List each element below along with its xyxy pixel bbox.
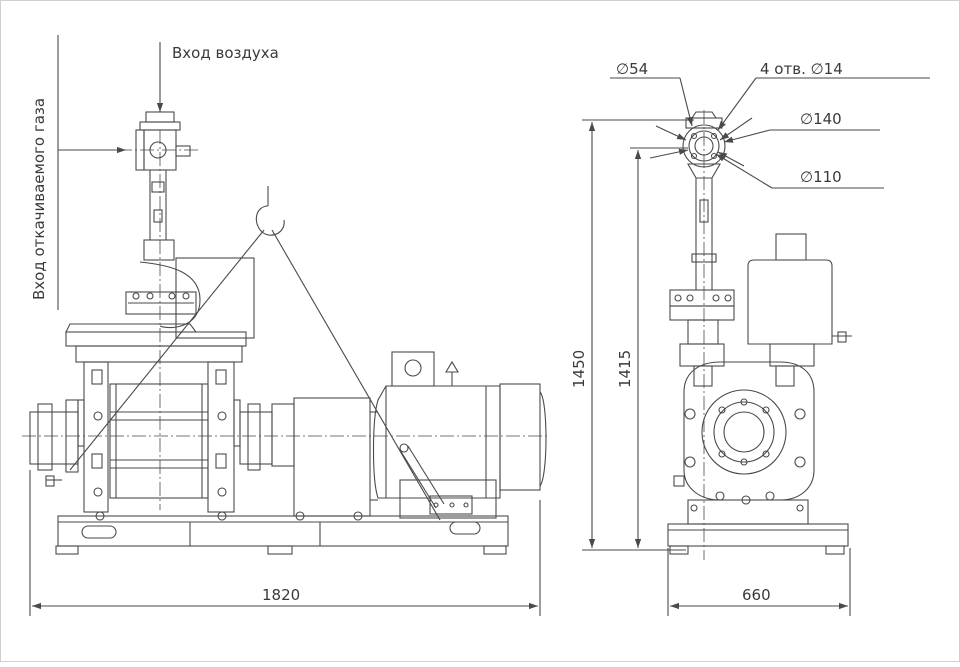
side-view (582, 77, 930, 616)
dim-holes-label: 4 отв. ∅14 (760, 60, 843, 78)
dimension-660 (667, 548, 851, 616)
side-flanges (29, 399, 295, 487)
dimension-1450 (582, 119, 694, 551)
lifting-hook (69, 186, 441, 521)
adjusting-rod (399, 443, 481, 535)
dim-d140-label: ∅140 (800, 110, 842, 128)
dimension-1415 (630, 147, 688, 548)
leader-lines (610, 77, 930, 189)
dim-d110-label: ∅110 (800, 168, 842, 186)
side-base (667, 499, 849, 555)
dim-d54-label: ∅54 (616, 60, 648, 78)
gas-inlet-label: Вход откачиваемого газа (30, 98, 48, 300)
side-inlet-pipe (669, 178, 735, 321)
dim-height-total-label: 1450 (570, 350, 588, 388)
dim-width-label: 660 (742, 586, 771, 604)
front-view (22, 35, 548, 616)
dimension-1820 (29, 470, 541, 616)
dim-height-flange-label: 1415 (616, 350, 634, 388)
side-pump-body (673, 319, 815, 505)
side-separator-tank (747, 233, 852, 345)
air-inlet-label: Вход воздуха (172, 44, 279, 62)
pump-body (75, 345, 243, 513)
dim-length-label: 1820 (262, 586, 300, 604)
base-frame (55, 511, 509, 555)
electric-motor (372, 351, 547, 519)
coupling-guard (293, 397, 371, 517)
inlet-valve (135, 111, 191, 261)
